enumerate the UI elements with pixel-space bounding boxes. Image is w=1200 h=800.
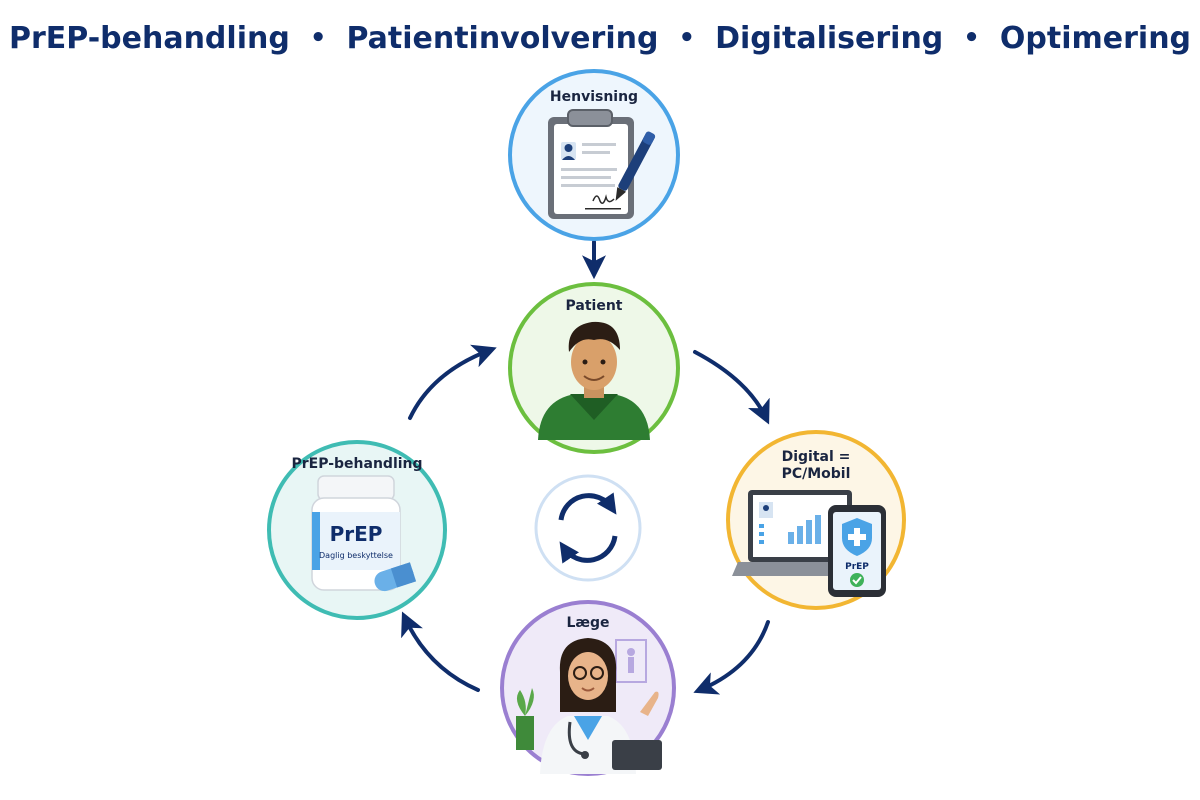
pill-bottle-icon: PrEP Daglig beskyttelse <box>311 475 401 591</box>
headline-item-prep: PrEP-behandling <box>8 20 290 56</box>
headline-item-digitalisering: Digitalisering <box>715 20 944 56</box>
bottle-title: PrEP <box>330 522 383 546</box>
phone-prep-text: PrEP <box>845 562 869 572</box>
pill-icon <box>374 562 417 592</box>
patient-avatar <box>538 321 650 440</box>
node-digital-label-line1: Digital = <box>782 449 851 465</box>
headline-separator: • <box>309 23 327 53</box>
node-prep-label: PrEP-behandling <box>291 456 422 472</box>
arrow-laege-to-prep <box>401 611 480 692</box>
bottle-subtitle: Daglig beskyttelse <box>319 551 393 560</box>
node-henvisning-label: Henvisning <box>550 89 638 105</box>
clipboard-icon <box>548 109 634 219</box>
headline-separator: • <box>678 23 696 53</box>
node-prep: PrEP-behandling PrEP Daglig beskyttelse <box>267 440 447 620</box>
node-digital: Digital = PC/Mobil PrEP <box>726 430 906 610</box>
arrow-digital-to-laege <box>693 620 770 695</box>
headline-separator: • <box>963 23 980 53</box>
phone-icon: PrEP <box>828 505 886 597</box>
headline: PrEP-behandling • Patientinvolvering • D… <box>0 10 1200 66</box>
headline-item-optimering: Optimering <box>999 20 1192 56</box>
node-henvisning: Henvisning <box>508 69 680 241</box>
doctor-avatar <box>516 638 662 774</box>
node-digital-label-line2: PC/Mobil <box>782 466 851 482</box>
flow-arrows <box>401 240 770 695</box>
arrow-patient-to-digital <box>693 350 770 425</box>
node-patient: Patient <box>508 282 680 454</box>
node-laege: Læge <box>500 600 676 776</box>
headline-item-patientinvolvering: Patientinvolvering <box>346 20 659 56</box>
arrow-prep-to-patient <box>408 344 497 420</box>
node-patient-label: Patient <box>566 298 623 314</box>
node-laege-label: Læge <box>566 615 609 631</box>
cycle-icon <box>534 474 642 582</box>
pen-icon <box>615 131 656 201</box>
